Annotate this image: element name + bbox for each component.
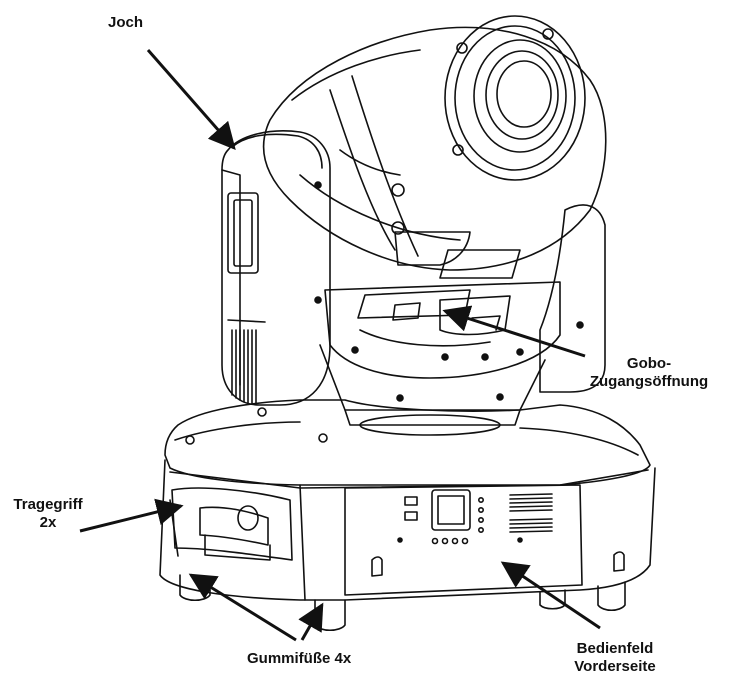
label-gobo: Gobo- Zugangsöffnung — [574, 355, 724, 391]
label-gobo-line2: Zugangsöffnung — [589, 373, 709, 390]
label-bedienfeld-line1: Bedienfeld — [576, 640, 654, 657]
arrow-gummifuesse-right — [298, 602, 324, 641]
label-bedienfeld: Bedienfeld Vorderseite — [550, 640, 680, 676]
label-joch: Joch — [108, 14, 144, 31]
arrow-joch — [146, 49, 236, 151]
foot — [314, 599, 346, 632]
arrow-gobo — [442, 305, 586, 358]
label-bedienfeld-line2: Vorderseite — [574, 658, 656, 675]
arrow-tragegriff — [79, 498, 184, 533]
label-tragegriff: Tragegriff 2x — [4, 496, 92, 532]
label-gobo-line1: Gobo- — [626, 355, 672, 372]
foot — [539, 589, 566, 610]
right-yoke-arm — [539, 204, 606, 393]
left-yoke-arm — [221, 130, 331, 406]
yoke-center — [319, 231, 561, 426]
label-tragegriff-line2: 2x — [39, 514, 57, 531]
arrow-gummifuesse-left — [188, 573, 297, 642]
foot — [597, 581, 626, 612]
base — [159, 399, 656, 632]
arrow-bedienfeld — [500, 561, 601, 630]
label-gummifuesse: Gummifüße 4x — [247, 650, 352, 667]
label-tragegriff-line1: Tragegriff — [13, 496, 83, 513]
